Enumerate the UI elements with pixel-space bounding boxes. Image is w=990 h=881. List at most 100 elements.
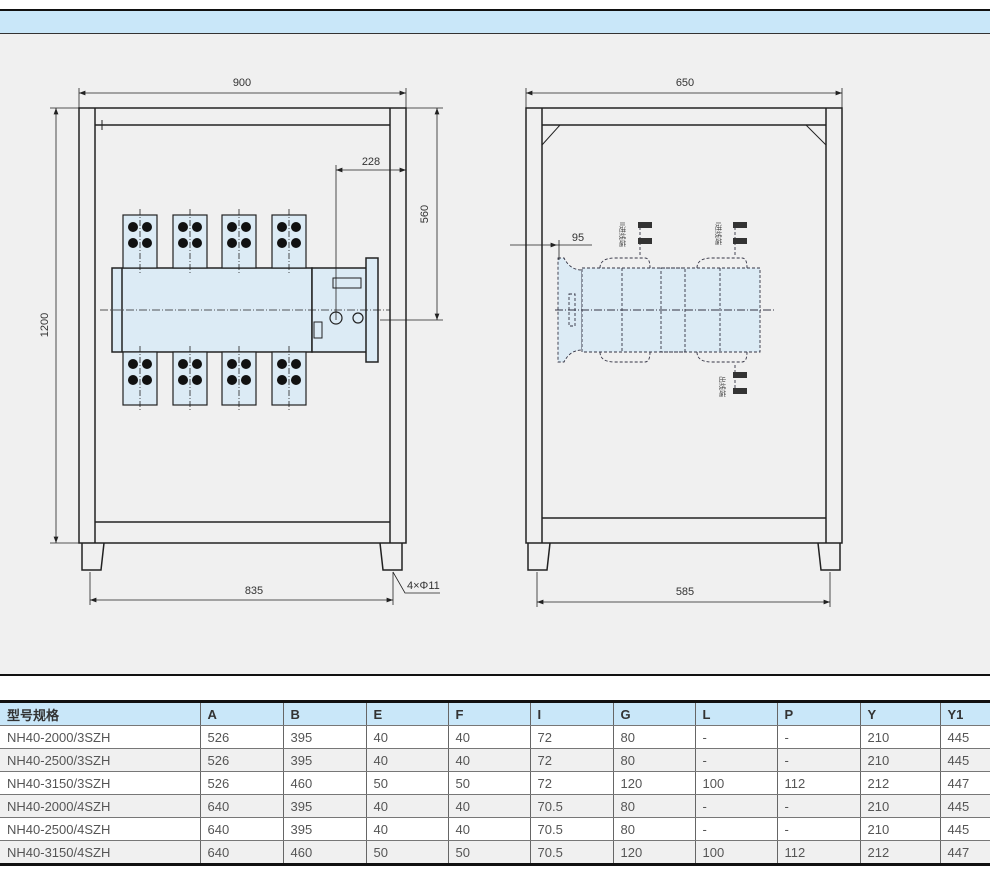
label-outgoing: 出线端 xyxy=(718,376,727,397)
dim-560: 560 xyxy=(419,205,431,223)
table-cell: - xyxy=(776,794,860,818)
table-cell: 395 xyxy=(282,725,366,749)
dim-95: 95 xyxy=(572,232,584,244)
table-cell: 40 xyxy=(447,817,530,841)
table-cell: 212 xyxy=(859,840,940,865)
dim-835: 835 xyxy=(245,585,263,597)
table-cell: 112 xyxy=(776,840,860,865)
table-cell: NH40-2500/3SZH xyxy=(0,748,200,772)
table-cell: 445 xyxy=(939,794,990,818)
column-header: L xyxy=(694,701,777,726)
table-cell: 447 xyxy=(939,771,990,795)
table-cell: - xyxy=(694,794,777,818)
side-bolts xyxy=(638,222,747,394)
table-cell: 460 xyxy=(282,840,366,865)
table-cell: NH40-2000/3SZH xyxy=(0,725,200,749)
label-incoming-2: II进线端 xyxy=(618,222,627,247)
table-cell: 72 xyxy=(529,725,613,749)
table-cell: 50 xyxy=(447,771,530,795)
column-header: Y1 xyxy=(939,701,990,726)
front-view xyxy=(78,107,407,571)
table-cell: 40 xyxy=(365,794,448,818)
table-cell: 50 xyxy=(365,840,448,865)
cabinet-drawing: 900 1200 560 228 835 4×Φ11 650 58 xyxy=(39,77,843,607)
column-header: F xyxy=(447,701,530,726)
column-header: 型号规格 xyxy=(0,701,200,726)
table-cell: NH40-2500/4SZH xyxy=(0,817,200,841)
table-cell: 72 xyxy=(529,771,613,795)
column-header: Y xyxy=(859,701,940,726)
table-cell: 50 xyxy=(365,771,448,795)
table-cell: 50 xyxy=(447,840,530,865)
table-cell: 40 xyxy=(365,748,448,772)
table-cell: 395 xyxy=(282,794,366,818)
dim-585: 585 xyxy=(676,586,694,598)
dim-228: 228 xyxy=(362,156,380,168)
table-cell: 80 xyxy=(612,748,695,772)
header-band xyxy=(0,11,990,34)
table-cell: - xyxy=(694,725,777,749)
table-cell: 112 xyxy=(776,771,860,795)
table-cell: 80 xyxy=(612,725,695,749)
table-cell: - xyxy=(776,817,860,841)
table-cell: 526 xyxy=(199,748,283,772)
front-terminals-bottom xyxy=(122,345,307,412)
table-cell: - xyxy=(776,725,860,749)
table-cell: 395 xyxy=(282,748,366,772)
table-cell: 212 xyxy=(859,771,940,795)
table-cell: 120 xyxy=(612,840,695,865)
dim-width-900: 900 xyxy=(233,77,251,89)
table-cell: 80 xyxy=(612,817,695,841)
table-cell: 210 xyxy=(859,725,940,749)
table-cell: 70.5 xyxy=(529,817,613,841)
table-cell: - xyxy=(694,748,777,772)
table-cell: 640 xyxy=(199,794,283,818)
table-cell: 526 xyxy=(199,771,283,795)
table-cell: 72 xyxy=(529,748,613,772)
top-rule xyxy=(0,9,990,11)
table-cell: 445 xyxy=(939,748,990,772)
table-cell: 40 xyxy=(365,725,448,749)
hole-note: 4×Φ11 xyxy=(407,580,440,592)
table-cell: 40 xyxy=(365,817,448,841)
table-cell: 210 xyxy=(859,748,940,772)
column-header: E xyxy=(365,701,448,726)
table-cell: 100 xyxy=(694,771,777,795)
column-header: P xyxy=(776,701,860,726)
table-cell: 460 xyxy=(282,771,366,795)
table-cell: 40 xyxy=(447,794,530,818)
table-cell: 526 xyxy=(199,725,283,749)
table-cell: 447 xyxy=(939,840,990,865)
table-cell: 445 xyxy=(939,817,990,841)
column-header: G xyxy=(612,701,695,726)
table-cell: 640 xyxy=(199,817,283,841)
front-terminals-top xyxy=(122,208,307,275)
table-cell: 395 xyxy=(282,817,366,841)
table-cell: NH40-2000/4SZH xyxy=(0,794,200,818)
table-cell: NH40-3150/4SZH xyxy=(0,840,200,865)
table-cell: 40 xyxy=(447,748,530,772)
table-cell: 70.5 xyxy=(529,794,613,818)
dim-height-1200: 1200 xyxy=(39,313,51,337)
table-cell: 80 xyxy=(612,794,695,818)
table-cell: 120 xyxy=(612,771,695,795)
side-switch xyxy=(555,225,775,395)
table-cell: - xyxy=(776,748,860,772)
front-dimensions xyxy=(50,88,443,605)
table-cell: 100 xyxy=(694,840,777,865)
dim-depth-650: 650 xyxy=(676,77,694,89)
table-cell: 70.5 xyxy=(529,840,613,865)
table-cell: 640 xyxy=(199,840,283,865)
table-cell: 210 xyxy=(859,794,940,818)
column-header: I xyxy=(529,701,613,726)
table-cell: NH40-3150/3SZH xyxy=(0,771,200,795)
side-dimensions xyxy=(510,88,843,607)
column-header: B xyxy=(282,701,366,726)
